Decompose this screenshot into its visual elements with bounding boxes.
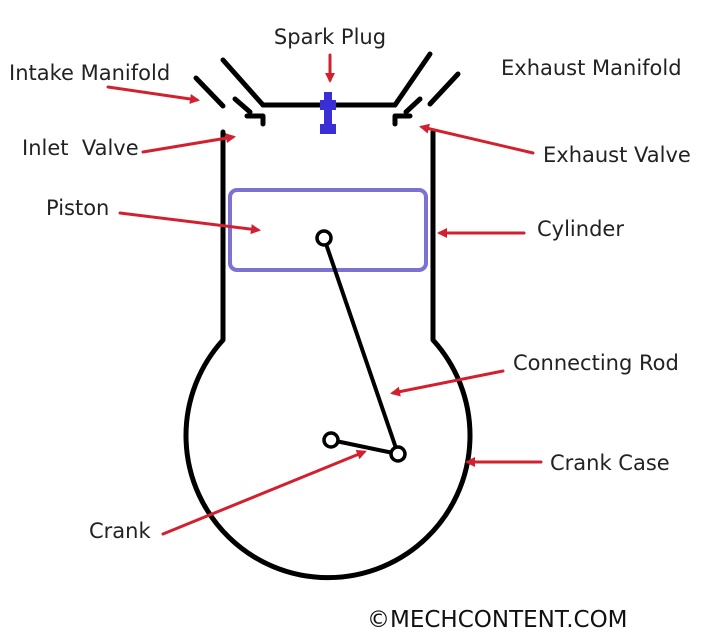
label-exhaust-manifold: Exhaust Manifold bbox=[501, 56, 682, 80]
label-connecting-rod: Connecting Rod bbox=[513, 351, 679, 375]
credit-text: ©MECHCONTENT.COM bbox=[367, 607, 628, 633]
arrow-crank bbox=[161, 450, 367, 536]
arrow-exhaust-valve bbox=[419, 123, 535, 155]
crank-pin bbox=[389, 445, 407, 463]
intake-manifold bbox=[193, 57, 266, 109]
piston-pin bbox=[315, 229, 333, 247]
piston bbox=[228, 188, 428, 272]
label-spark-plug: Spark Plug bbox=[274, 25, 386, 49]
label-intake-manifold: Intake Manifold bbox=[9, 61, 170, 85]
arrow-piston bbox=[118, 211, 261, 235]
label-inlet-valve: Inlet Valve bbox=[22, 136, 139, 160]
label-piston: Piston bbox=[46, 196, 109, 220]
spark-plug bbox=[320, 92, 336, 134]
label-cylinder: Cylinder bbox=[537, 217, 624, 241]
crank-arm bbox=[329, 438, 400, 456]
label-crank-case: Crank Case bbox=[550, 451, 670, 475]
arrow-inlet-valve bbox=[141, 133, 236, 154]
engine-body-outline bbox=[183, 129, 473, 581]
connecting-rod bbox=[322, 236, 400, 456]
exhaust-valve bbox=[392, 96, 423, 127]
exhaust-manifold bbox=[392, 51, 461, 108]
inlet-valve bbox=[232, 96, 266, 127]
crankshaft-center bbox=[322, 431, 340, 449]
arrow-connecting-rod bbox=[390, 369, 505, 397]
arrow-intake-manifold bbox=[106, 85, 200, 104]
label-crank: Crank bbox=[89, 519, 151, 543]
label-exhaust-valve: Exhaust Valve bbox=[543, 143, 691, 167]
